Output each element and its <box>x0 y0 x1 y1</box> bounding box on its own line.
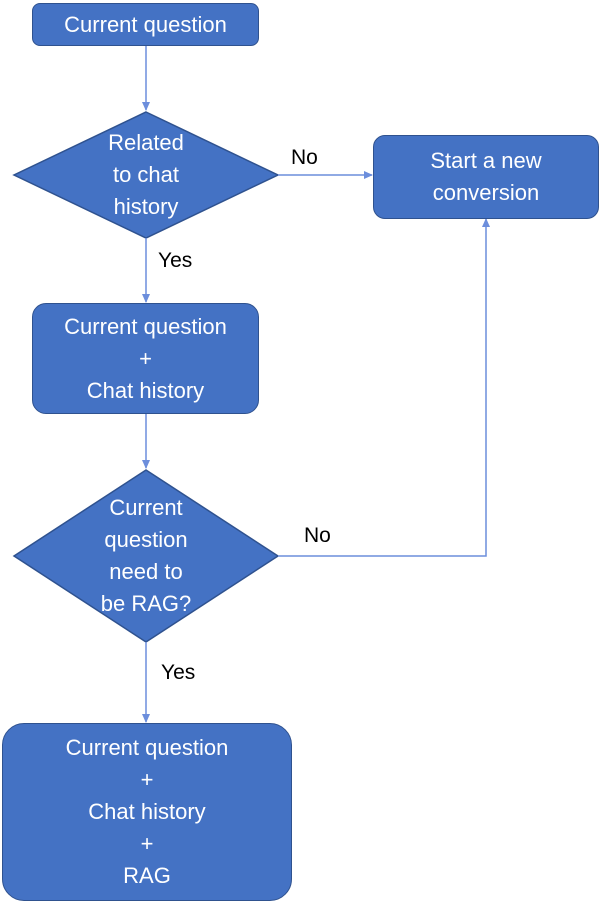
rag-decision-line-4: be RAG? <box>100 591 192 616</box>
question-history-rag-line-1: Current question <box>65 735 229 760</box>
rag-decision-line-1: Current <box>109 495 183 520</box>
rag-decision-line-3: need to <box>109 559 183 584</box>
question-history-rag-line-4: + <box>140 831 154 856</box>
related-yes-label: Yes <box>158 249 193 272</box>
question-history-box: Current question + Chat history <box>32 303 259 414</box>
related-decision-line-1: Related <box>108 130 184 155</box>
rag-decision-line-2: question <box>104 527 188 552</box>
question-history-rag-line-2: + <box>140 767 154 792</box>
question-history-rag-line-5: RAG <box>123 863 171 888</box>
rag-yes-label: Yes <box>161 661 196 684</box>
question-history-rag-line-3: Chat history <box>88 799 206 824</box>
question-history-line-1: Current question <box>64 313 227 339</box>
related-decision-line-2: to chat <box>112 162 180 187</box>
new-conversation-line-1: Start a new <box>430 148 542 173</box>
current-question-line-1: Current question <box>64 11 227 37</box>
new-conversation-box: Start a new conversion <box>373 135 599 219</box>
question-history-line-3: Chat history <box>86 377 205 403</box>
question-history-line-2: + <box>139 345 152 371</box>
connector-rag-no <box>278 218 490 557</box>
related-decision-line-3: history <box>113 194 179 219</box>
related-decision-text: Related to chat history <box>60 112 232 238</box>
rag-no-label: No <box>304 524 331 547</box>
new-conversation-line-2: conversion <box>432 180 540 205</box>
rag-decision-text: Current question need to be RAG? <box>60 476 232 636</box>
current-question-box: Current question <box>32 3 259 46</box>
related-no-label: No <box>291 146 318 169</box>
question-history-rag-box: Current question + Chat history + RAG <box>2 723 292 901</box>
